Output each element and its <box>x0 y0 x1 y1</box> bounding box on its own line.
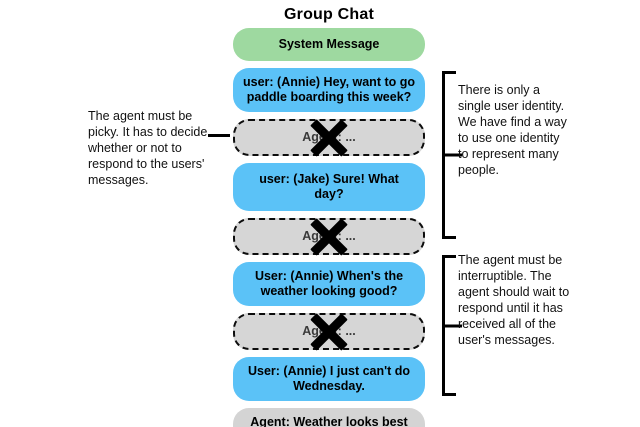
agent-pending-text-3: Agent: ... <box>302 324 356 338</box>
bracket-stem <box>444 324 462 327</box>
bracket-arm-top <box>442 255 456 258</box>
annotation-single-identity: There is only a single user identity. We… <box>458 83 567 177</box>
bracket-spine <box>442 255 445 396</box>
user-message-bubble-4: User: (Annie) I just can't do Wednesday. <box>233 357 425 401</box>
agent-response-bubble: Agent: Weather looks best on Tuesday! <box>233 408 425 427</box>
agent-pending-bubble-2: Agent: ... <box>233 217 425 256</box>
bracket-stem <box>444 153 462 157</box>
bracket-arm-bottom <box>442 236 456 239</box>
user-message-text-4: User: (Annie) I just can't do Wednesday. <box>247 364 410 393</box>
agent-response-text: Agent: Weather looks best on Tuesday! <box>250 415 408 427</box>
system-message-text: System Message <box>278 37 380 51</box>
user-message-bubble-1: user: (Annie) Hey, want to go paddle boa… <box>233 68 425 112</box>
chat-message-list: System Message user: (Annie) Hey, want t… <box>233 28 425 427</box>
user-message-bubble-3: User: (Annie) When's the weather looking… <box>233 262 425 306</box>
bracket-arm-bottom <box>442 393 456 396</box>
user-message-text-3: User: (Annie) When's the weather looking… <box>254 269 404 298</box>
bracket-spine <box>442 71 445 239</box>
agent-pending-text-2: Agent: ... <box>302 229 356 243</box>
agent-pending-text-1: Agent: ... <box>302 130 356 144</box>
agent-pending-bubble-3: Agent: ... <box>233 312 425 351</box>
user-message-bubble-2: user: (Jake) Sure! What day? <box>233 163 425 211</box>
user-message-text-2: user: (Jake) Sure! What day? <box>259 172 399 201</box>
annotation-agent-picky: The agent must be picky. It has to decid… <box>88 109 208 187</box>
system-message-bubble: System Message <box>233 28 425 61</box>
annotation-interruptible: The agent must be interruptible. The age… <box>458 253 570 347</box>
annotation-connector-left <box>208 134 230 137</box>
user-message-text-1: user: (Annie) Hey, want to go paddle boa… <box>243 75 415 104</box>
page-title: Group Chat <box>284 6 374 23</box>
bracket-arm-top <box>442 71 456 74</box>
agent-pending-bubble-1: Agent: ... <box>233 118 425 157</box>
